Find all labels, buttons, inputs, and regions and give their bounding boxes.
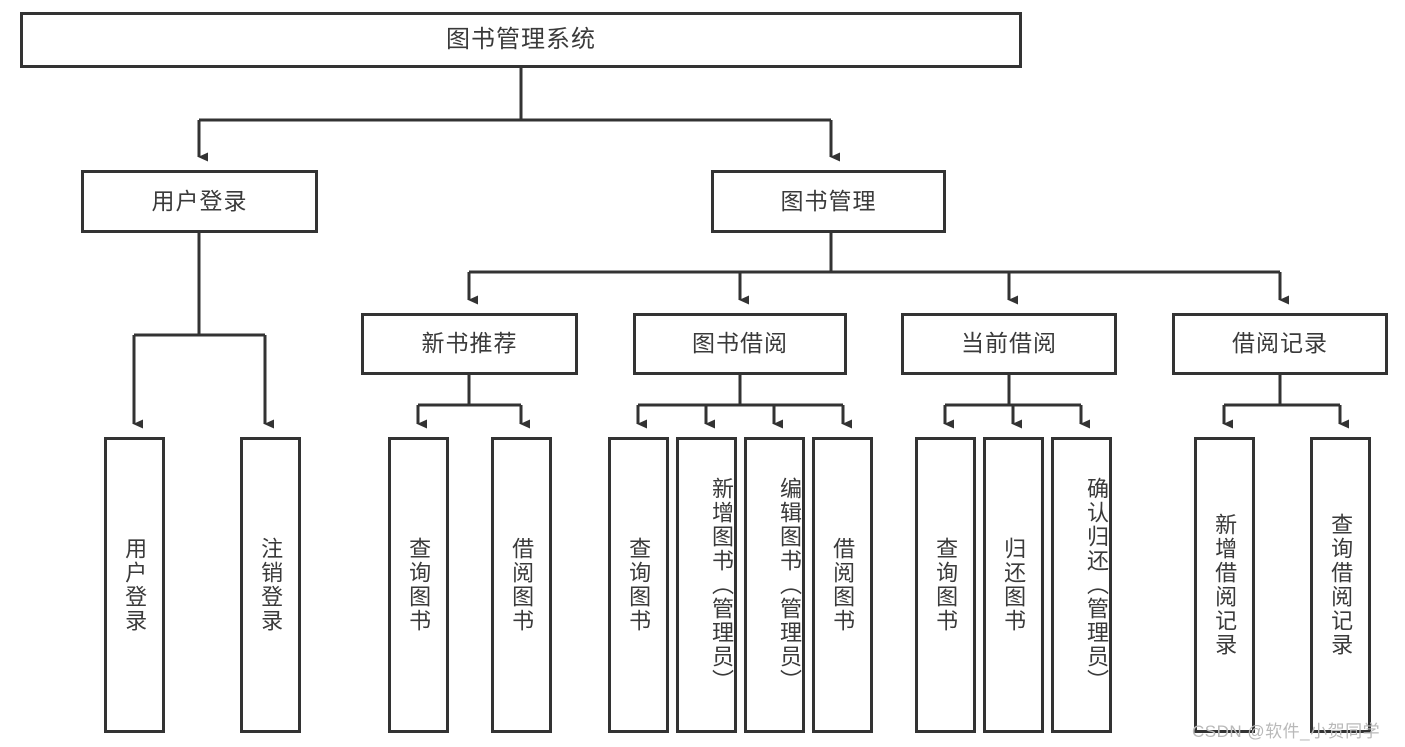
node-user-login[interactable]: 用户登录 — [81, 170, 318, 233]
leaf-label: 新增图书（管理员） — [709, 477, 734, 693]
leaf-current-return-book[interactable]: 归还图书 — [983, 437, 1044, 733]
leaf-borrow-query-book[interactable]: 查询图书 — [608, 437, 669, 733]
leaf-record-query-record[interactable]: 查询借阅记录 — [1310, 437, 1371, 733]
leaf-new-book-query[interactable]: 查询图书 — [388, 437, 449, 733]
leaf-label: 用户登录 — [122, 537, 148, 633]
leaf-current-query-book[interactable]: 查询图书 — [915, 437, 976, 733]
leaf-borrow-edit-book-admin[interactable]: 编辑图书（管理员） — [744, 437, 805, 733]
leaf-label: 编辑图书（管理员） — [777, 477, 802, 693]
node-book-management[interactable]: 图书管理 — [711, 170, 946, 233]
leaf-label: 新增借阅记录 — [1212, 513, 1238, 657]
node-root-system[interactable]: 图书管理系统 — [20, 12, 1022, 68]
leaf-user-login-signout[interactable]: 注销登录 — [240, 437, 301, 733]
leaf-new-book-borrow[interactable]: 借阅图书 — [491, 437, 552, 733]
leaf-label: 查询借阅记录 — [1328, 513, 1354, 657]
leaf-record-add-record[interactable]: 新增借阅记录 — [1194, 437, 1255, 733]
leaf-label: 查询图书 — [626, 537, 652, 633]
node-borrow-record[interactable]: 借阅记录 — [1172, 313, 1388, 375]
node-new-book-recommend[interactable]: 新书推荐 — [361, 313, 578, 375]
node-book-borrow[interactable]: 图书借阅 — [633, 313, 847, 375]
leaf-borrow-borrow-book[interactable]: 借阅图书 — [812, 437, 873, 733]
leaf-label: 查询图书 — [406, 537, 432, 633]
leaf-label: 借阅图书 — [509, 537, 535, 633]
leaf-label: 归还图书 — [1001, 537, 1027, 633]
leaf-label: 借阅图书 — [830, 537, 856, 633]
leaf-label: 确认归还（管理员） — [1084, 477, 1109, 693]
leaf-label: 注销登录 — [258, 537, 284, 633]
leaf-current-confirm-return-admin[interactable]: 确认归还（管理员） — [1051, 437, 1112, 733]
leaf-label: 查询图书 — [933, 537, 959, 633]
leaf-borrow-add-book-admin[interactable]: 新增图书（管理员） — [676, 437, 737, 733]
node-current-borrow[interactable]: 当前借阅 — [901, 313, 1117, 375]
leaf-user-login-signin[interactable]: 用户登录 — [104, 437, 165, 733]
